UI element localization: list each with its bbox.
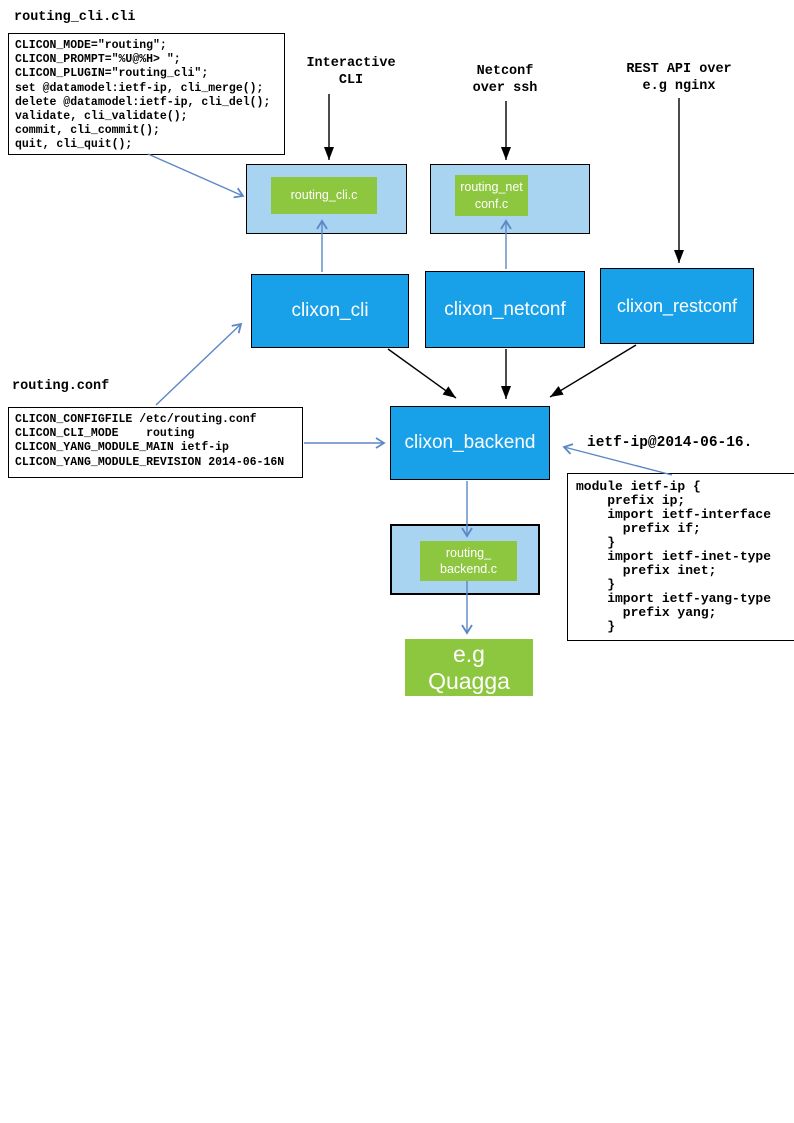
code-line: set @datamodel:ietf-ip, cli_merge(); <box>15 81 264 95</box>
node-clixon-restconf: clixon_restconf <box>600 268 754 344</box>
node-routing-backend-c: routing_ backend.c <box>420 541 517 581</box>
arrow-yang-to-backend <box>562 443 673 476</box>
code-line: prefix inet; <box>576 563 717 578</box>
code-line: CLICON_PROMPT="%U@%H> "; <box>15 53 181 67</box>
annotation-netconf-over-ssh: Netconf over ssh <box>472 64 538 96</box>
node-routing-netconf-c: routing_net conf.c <box>455 175 528 216</box>
ietf-ip-yang-codebox: module ietf-ip { prefix ip; import ietf-… <box>567 473 794 641</box>
code-line: quit, cli_quit(); <box>15 138 133 152</box>
code-line: } <box>576 577 616 592</box>
code-line: } <box>576 619 616 634</box>
arrow-cli-file-to-plugin <box>147 153 245 199</box>
node-clixon-netconf: clixon_netconf <box>425 271 585 348</box>
code-line: validate, cli_validate(); <box>15 110 188 124</box>
code-line: import ietf-inet-type <box>576 549 772 564</box>
routing-conf-codebox: CLICON_CONFIGFILE /etc/routing.conf CLIC… <box>8 407 303 478</box>
code-line: } <box>576 535 616 550</box>
code-line: commit, cli_commit(); <box>15 124 160 138</box>
code-line: CLICON_YANG_MODULE_MAIN ietf-ip <box>15 441 229 455</box>
routing-cli-cli-title: routing_cli.cli <box>14 10 136 25</box>
node-clixon-backend: clixon_backend <box>390 406 550 480</box>
routing-conf-title: routing.conf <box>12 379 110 394</box>
code-line: delete @datamodel:ietf-ip, cli_del(); <box>15 95 271 109</box>
annotation-interactive-cli: Interactive CLI <box>306 56 396 88</box>
code-line: CLICON_CLI_MODE routing <box>15 427 195 441</box>
node-clixon-cli: clixon_cli <box>251 274 409 348</box>
annotation-rest-api-nginx: REST API over e.g nginx <box>626 62 732 94</box>
code-line: prefix yang; <box>576 605 717 620</box>
ietf-ip-yang-label: ietf-ip@2014-06-16. <box>587 435 753 451</box>
node-quagga: e.g Quagga <box>405 639 533 696</box>
code-line: module ietf-ip { <box>576 479 701 494</box>
code-line: CLICON_CONFIGFILE /etc/routing.conf <box>15 413 257 426</box>
code-line: CLICON_YANG_MODULE_REVISION 2014-06-16N <box>15 455 285 469</box>
code-line: CLICON_MODE="routing"; <box>15 39 167 52</box>
arrow-restconf-to-backend <box>549 344 637 398</box>
code-line: import ietf-interface <box>576 507 772 522</box>
node-routing-cli-c: routing_cli.c <box>271 177 377 214</box>
arrow-cli-to-backend <box>387 348 457 399</box>
routing-cli-cli-codebox: CLICON_MODE="routing"; CLICON_PROMPT="%U… <box>8 33 285 155</box>
arrow-conf-to-clixoncli <box>155 322 243 406</box>
code-line: CLICON_PLUGIN="routing_cli"; <box>15 67 209 81</box>
code-line: import ietf-yang-type <box>576 591 772 606</box>
code-line: prefix ip; <box>576 493 686 508</box>
code-line: prefix if; <box>576 521 701 536</box>
